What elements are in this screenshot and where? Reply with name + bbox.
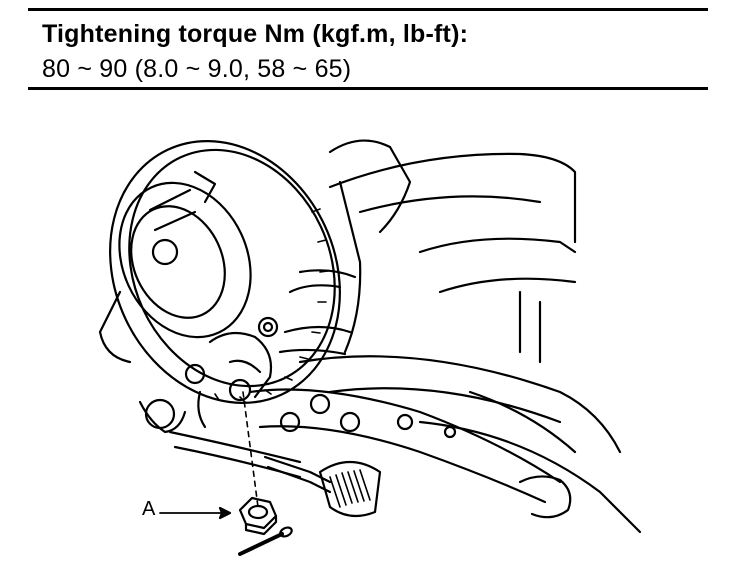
dashed-guide-line <box>242 391 259 508</box>
torque-spec-value: 80 ~ 90 (8.0 ~ 9.0, 58 ~ 65) <box>42 55 352 83</box>
knuckle-drawing <box>138 331 302 479</box>
spec-bottom-rule <box>28 87 708 90</box>
callout-a-label: A <box>142 498 156 520</box>
suspension-line-drawing <box>98 139 642 556</box>
torque-spec-box: Tightening torque Nm (kgf.m, lb-ft): 80 … <box>0 0 736 92</box>
spec-top-rule <box>28 8 708 11</box>
callout-a-leader <box>159 506 232 520</box>
strut-drawing <box>257 139 412 356</box>
lower-arm-drawing <box>184 363 572 519</box>
subframe-drawing <box>298 152 642 534</box>
castle-nut-drawing <box>238 496 278 536</box>
stabilizer-link-drawing <box>263 455 382 518</box>
cotter-pin-drawing <box>238 526 293 556</box>
torque-spec-title: Tightening torque Nm (kgf.m, lb-ft): <box>42 20 469 48</box>
